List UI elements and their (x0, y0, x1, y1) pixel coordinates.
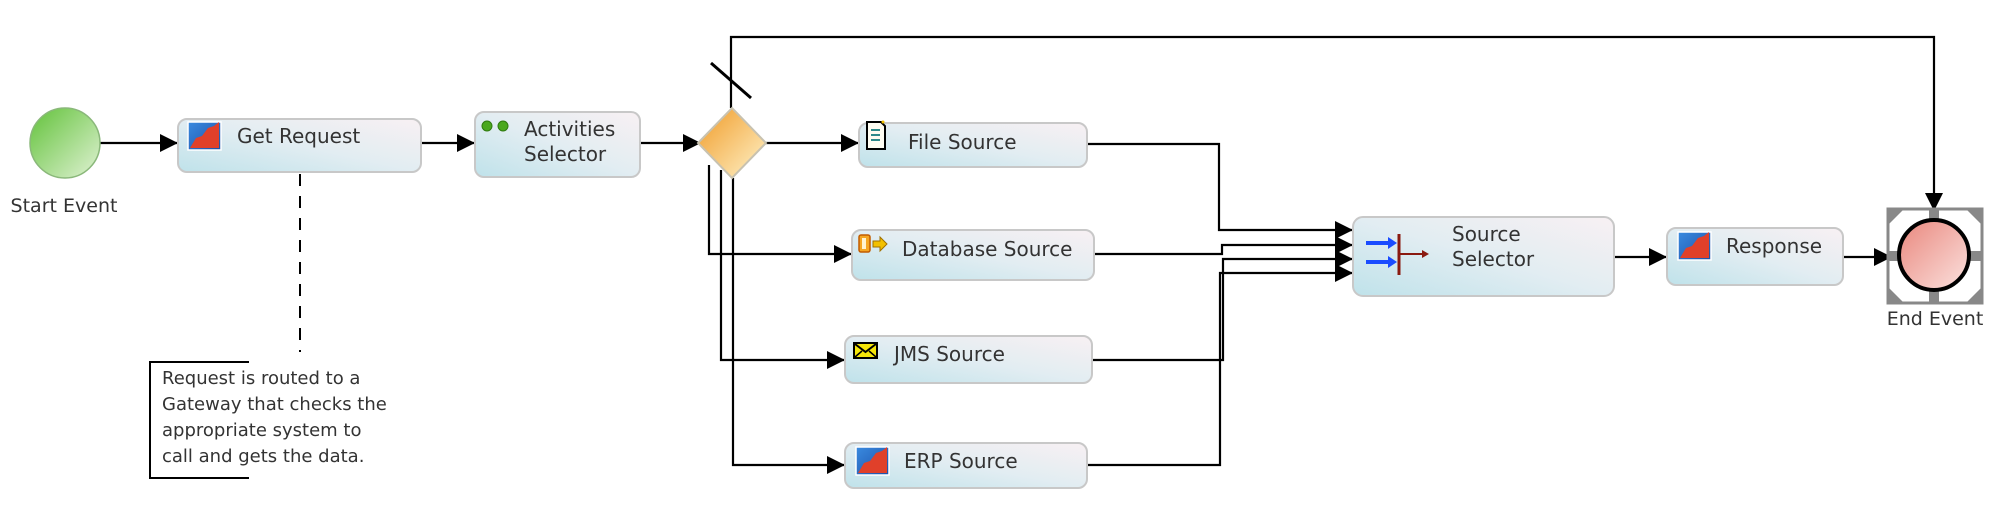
database-arrow-icon (858, 234, 888, 253)
annotation-line-4: call and gets the data. (162, 446, 364, 467)
document-icon (866, 120, 886, 150)
task-erp-source[interactable]: ERP Source (844, 442, 1088, 489)
selection-handles[interactable] (1886, 207, 1984, 305)
flow-jms-to-source-selector[interactable] (1092, 250, 1353, 362)
task-label: Response (1726, 234, 1822, 258)
flow-gateway-default-to-end[interactable] (729, 35, 1943, 211)
flow-erp-to-source-selector[interactable] (1087, 264, 1353, 467)
green-dots-icon (481, 120, 509, 132)
task-label-line-2: Selector (1452, 247, 1535, 271)
flow-gateway-to-jms-source[interactable] (719, 170, 845, 369)
task-label: ERP Source (904, 449, 1018, 473)
task-file-source[interactable]: File Source (858, 120, 1088, 168)
task-label: File Source (908, 130, 1017, 154)
end-event[interactable]: End Event (1886, 207, 1984, 330)
envelope-icon (853, 342, 878, 359)
annotation-line-1: Request is routed to a (162, 368, 360, 389)
task-jms-source[interactable]: JMS Source (844, 335, 1093, 384)
flow-gateway-to-database-source[interactable] (707, 165, 852, 263)
task-source-selector[interactable]: Source Selector (1352, 216, 1615, 297)
flow-gateway-to-erp-source[interactable] (731, 178, 845, 474)
annotation-line-2: Gateway that checks the (162, 394, 387, 415)
flow-database-to-source-selector[interactable] (1094, 236, 1353, 256)
default-flow-marker (710, 61, 752, 100)
end-event-label: End Event (1887, 308, 1984, 330)
task-label-line-1: Source (1452, 222, 1521, 246)
merge-arrows-icon (1366, 234, 1429, 275)
text-annotation[interactable]: Request is routed to a Gateway that chec… (149, 361, 387, 479)
start-event[interactable]: Start Event (11, 107, 118, 217)
task-activities-selector[interactable]: Activities Selector (474, 111, 641, 178)
task-database-source[interactable]: Database Source (851, 229, 1095, 281)
task-label: Get Request (237, 124, 360, 148)
task-label-line-2: Selector (524, 142, 607, 166)
exclusive-gateway[interactable] (696, 106, 768, 180)
sequence-flows (100, 35, 1943, 474)
chart-icon (855, 446, 890, 476)
task-response[interactable]: Response (1666, 227, 1844, 286)
chart-icon (1677, 231, 1712, 261)
task-label-line-1: Activities (524, 117, 615, 141)
task-label: JMS Source (892, 342, 1005, 366)
task-get-request[interactable]: Get Request (177, 118, 422, 173)
chart-icon (187, 121, 222, 151)
start-event-label: Start Event (11, 195, 118, 217)
flow-file-to-source-selector[interactable] (1087, 142, 1353, 239)
annotation-line-3: appropriate system to (162, 420, 361, 441)
task-label: Database Source (902, 237, 1072, 261)
